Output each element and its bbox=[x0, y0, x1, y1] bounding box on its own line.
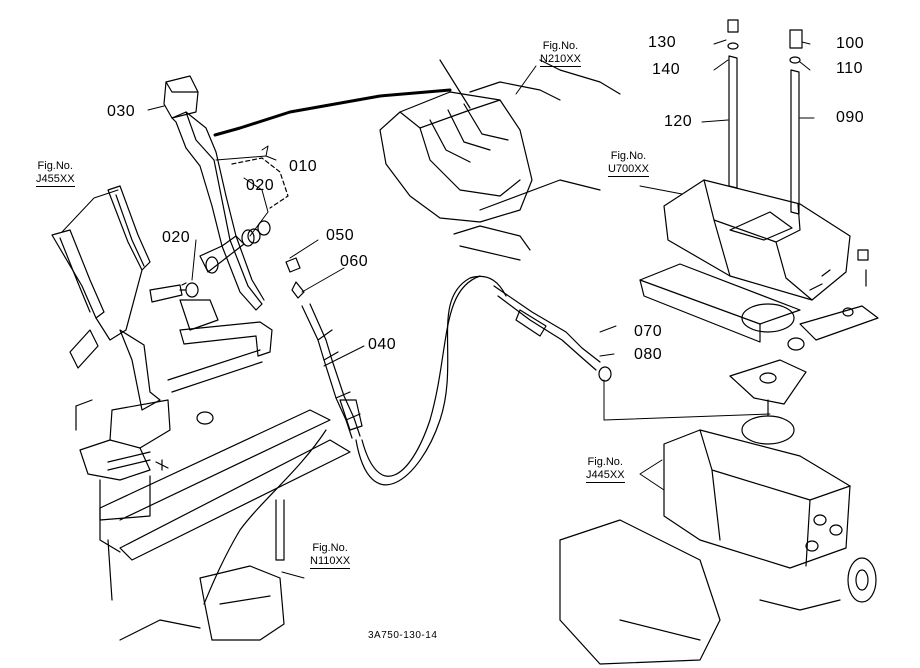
part-120-label: 120 bbox=[664, 113, 693, 130]
part-110-label: 110 bbox=[836, 60, 864, 77]
fig-ref-n210: Fig.No. N210XX bbox=[540, 40, 581, 67]
part-050-label: 050 bbox=[326, 227, 355, 244]
part-130-label: 130 bbox=[648, 34, 677, 51]
part-020a-label: 020 bbox=[246, 177, 275, 194]
pedal-reference-line bbox=[213, 88, 452, 137]
drawing-code: 3A750-130-14 bbox=[368, 630, 438, 641]
routing-line-lower bbox=[203, 429, 327, 605]
part-070-label: 070 bbox=[634, 323, 663, 340]
pedal-arm bbox=[163, 75, 265, 311]
part-030-label: 030 bbox=[107, 103, 136, 120]
part-010-label: 010 bbox=[289, 158, 318, 175]
fig-ref-n210-number: N210XX bbox=[540, 53, 581, 67]
valve-assembly bbox=[639, 179, 879, 351]
bushings bbox=[179, 220, 271, 298]
part-060-label: 060 bbox=[340, 253, 369, 270]
part-140-label: 140 bbox=[652, 61, 681, 78]
throttle-cable bbox=[285, 257, 612, 486]
fig-ref-u700-number: U700XX bbox=[608, 163, 649, 177]
fig-ref-n210-caption: Fig.No. bbox=[542, 40, 579, 52]
part-020b-label: 020 bbox=[162, 229, 191, 246]
bolts bbox=[727, 19, 803, 215]
seal-plate bbox=[729, 303, 807, 445]
left-pedal-assembly bbox=[51, 185, 273, 521]
pedal-dash-bracket bbox=[231, 157, 289, 209]
fig-ref-n110-number: N110XX bbox=[310, 555, 351, 569]
fig-ref-j445-number: J445XX bbox=[586, 469, 625, 483]
fig-ref-u700-caption: Fig.No. bbox=[610, 150, 647, 162]
lower-bracket bbox=[119, 499, 285, 641]
leader-lines bbox=[61, 39, 815, 579]
fig-ref-j445-caption: Fig.No. bbox=[587, 456, 623, 468]
fig-ref-n110: Fig.No. N110XX bbox=[310, 542, 351, 569]
fig-ref-j455: Fig.No. J455XX bbox=[36, 160, 75, 187]
fig-ref-j455-caption: Fig.No. bbox=[37, 160, 73, 172]
fig-ref-n110-caption: Fig.No. bbox=[312, 542, 348, 554]
part-090-label: 090 bbox=[836, 109, 865, 126]
fig-ref-u700: Fig.No. U700XX bbox=[608, 150, 649, 177]
lower-valve bbox=[559, 429, 877, 665]
part-040-label: 040 bbox=[368, 336, 397, 353]
fig-ref-j445: Fig.No. J445XX bbox=[586, 456, 625, 483]
part-080-label: 080 bbox=[634, 346, 663, 363]
part-100-label: 100 bbox=[836, 35, 865, 52]
floor-plate bbox=[99, 409, 351, 601]
fig-ref-j455-number: J455XX bbox=[36, 173, 75, 187]
transmission-body bbox=[379, 59, 621, 261]
